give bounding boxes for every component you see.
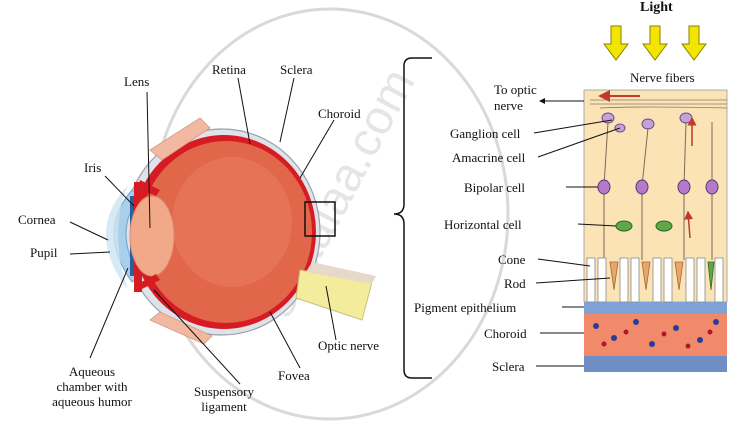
label-iris: Iris [84,160,102,175]
label-cornea: Cornea [18,212,56,227]
light-label: Light [640,0,673,15]
retina-layer-pigment [584,302,727,314]
label-rod: Rod [504,276,526,291]
label-optic-nerve: Optic nerve [318,338,380,353]
label-ganglion-cell: Ganglion cell [450,126,521,141]
focus-box [304,201,336,237]
label-amacrine-cell: Amacrine cell [452,150,526,165]
label-sclera-layer: Sclera [492,359,525,374]
light-arrows [603,25,707,61]
label-bipolar-cell: Bipolar cell [464,180,526,195]
detail-bracket [393,57,432,379]
label-pupil: Pupil [30,245,58,260]
eye-lens [129,195,175,277]
label-cone: Cone [498,252,526,267]
label-to-optic-nerve: To optic nerve [494,82,537,113]
retina-layer-sclera [584,356,727,372]
label-horizontal-cell: Horizontal cell [444,217,522,232]
label-sclera: Sclera [280,62,313,77]
label-pigment-epithelium: Pigment epithelium [414,300,517,315]
label-fovea: Fovea [278,368,310,383]
label-aqueous-chamber: Aqueous chamber with aqueous humor [52,364,132,409]
label-retina: Retina [212,62,246,77]
label-nerve-fibers: Nerve fibers [630,70,695,85]
label-choroid: Choroid [318,106,361,121]
retina-layer-choroid [584,314,727,356]
label-lens: Lens [124,74,150,89]
label-choroid-layer: Choroid [484,326,527,341]
label-suspensory-ligament: Suspensory ligament [194,384,254,414]
